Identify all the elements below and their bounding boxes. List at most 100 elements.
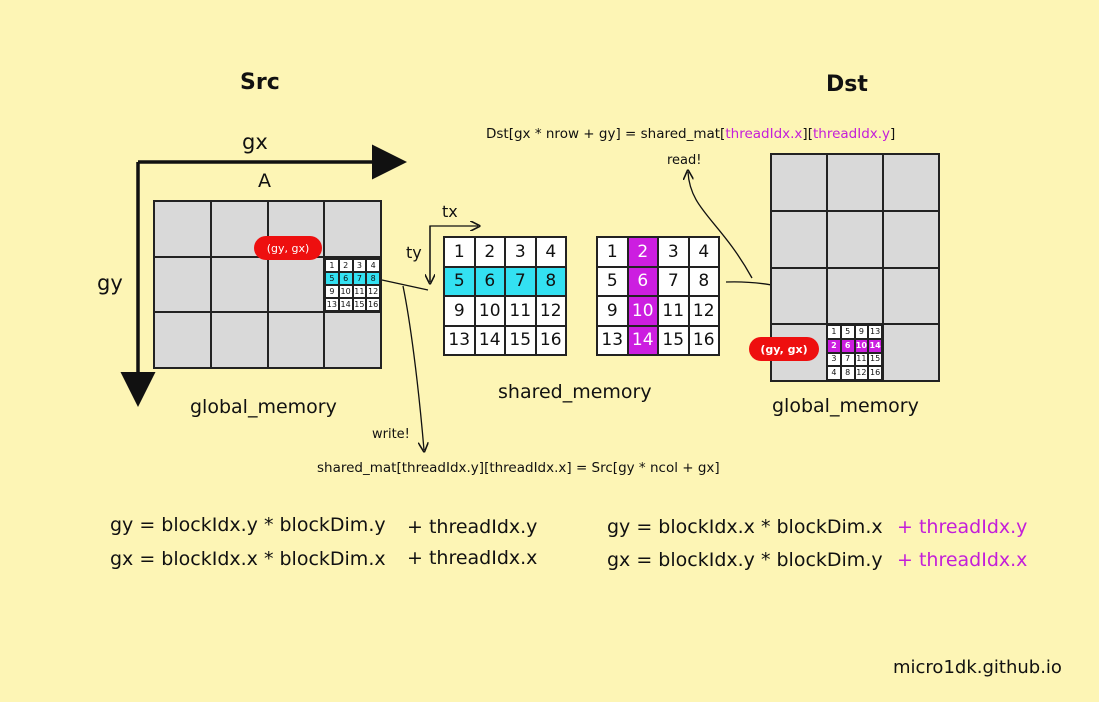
shared-cell: 15 — [505, 325, 536, 355]
shared-matrix-read: 1 2 3 4 5 6 7 8 9 10 11 12 13 14 15 16 — [596, 236, 720, 356]
right-gx-plus: + threadIdx.x — [897, 549, 1028, 571]
src-tile-cell-highlight: 8 — [366, 272, 380, 285]
dst-coord-pill: (gy, gx) — [749, 337, 819, 361]
shared-cell-highlight: 6 — [474, 266, 505, 296]
src-tile-cell-highlight: 6 — [338, 272, 353, 285]
dst-tile: 1 5 9 13 2 6 10 14 3 7 11 15 4 8 12 16 — [826, 324, 883, 381]
shared-memory-label: shared_memory — [498, 381, 652, 403]
shared-matrix-write: 1 2 3 4 5 6 7 8 9 10 11 12 13 14 15 16 — [443, 236, 567, 356]
dst-formula-mid: ][ — [802, 126, 813, 142]
shared-cell-highlight: 14 — [627, 325, 658, 355]
dst-formula-suffix: ] — [890, 126, 896, 142]
shared-cell-highlight: 6 — [627, 266, 658, 296]
shared-cell: 16 — [688, 325, 719, 355]
dst-tile-cell: 4 — [827, 366, 841, 380]
shared-cell: 13 — [597, 325, 628, 355]
dst-formula-idx1: threadIdx.x — [725, 126, 803, 142]
dst-tile-cell: 9 — [854, 325, 869, 339]
shared-cell-highlight: 2 — [627, 237, 658, 267]
dst-title: Dst — [826, 72, 868, 97]
read-label: read! — [667, 153, 702, 168]
dst-tile-cell: 1 — [827, 325, 841, 339]
src-tile-cell: 2 — [338, 259, 353, 272]
src-tile-cell: 1 — [325, 259, 339, 272]
left-gy-equation: gy = blockIdx.y * blockDim.y — [110, 514, 386, 536]
src-tile-cell: 4 — [366, 259, 380, 272]
src-to-shared-line — [381, 279, 429, 291]
tx-label: tx — [442, 202, 458, 221]
dst-formula-idx2: threadIdx.y — [812, 126, 891, 142]
gy-axis-label: gy — [97, 271, 123, 295]
gx-axis-label: gx — [242, 130, 268, 154]
src-tile-cell: 11 — [352, 285, 367, 298]
src-tile-cell: 10 — [338, 285, 353, 298]
src-tile: 1 2 3 4 5 6 7 8 9 10 11 12 13 14 15 16 — [324, 258, 381, 312]
write-arrow — [402, 285, 424, 450]
shared-cell: 13 — [444, 325, 475, 355]
dst-tile-cell: 13 — [868, 325, 882, 339]
src-tile-cell: 9 — [325, 285, 339, 298]
left-gy-plus: + threadIdx.y — [407, 516, 538, 538]
shared-cell: 1 — [444, 237, 475, 267]
dst-tile-cell: 11 — [854, 352, 869, 367]
src-title: Src — [240, 70, 280, 95]
shared-cell: 2 — [474, 237, 505, 267]
shared-cell: 5 — [597, 266, 628, 296]
dst-tile-cell-highlight: 6 — [840, 338, 855, 353]
shared-cell-highlight: 8 — [535, 266, 566, 296]
matrix-a-label: A — [258, 170, 271, 192]
dst-tile-cell-highlight: 10 — [854, 338, 869, 353]
shared-cell-highlight: 7 — [505, 266, 536, 296]
shared-cell: 14 — [474, 325, 505, 355]
shared-cell: 11 — [505, 296, 536, 326]
shared-cell: 16 — [535, 325, 566, 355]
src-memory-label: global_memory — [190, 396, 337, 418]
left-gx-equation: gx = blockIdx.x * blockDim.x — [110, 548, 386, 570]
shared-cell-highlight: 10 — [627, 296, 658, 326]
dst-tile-cell-highlight: 14 — [868, 338, 882, 353]
write-formula: shared_mat[threadIdx.y][threadIdx.x] = S… — [317, 460, 720, 476]
dst-tile-cell-highlight: 2 — [827, 338, 841, 353]
dst-tile-cell: 15 — [868, 352, 882, 367]
right-gx-equation: gx = blockIdx.y * blockDim.y — [607, 549, 883, 571]
shared-cell: 9 — [597, 296, 628, 326]
dst-tile-cell: 3 — [827, 352, 841, 367]
shared-cell: 10 — [474, 296, 505, 326]
dst-formula-prefix: Dst[gx * nrow + gy] = shared_mat[ — [486, 126, 726, 142]
dst-tile-cell: 5 — [840, 325, 855, 339]
shared-cell: 4 — [535, 237, 566, 267]
shared-cell: 12 — [688, 296, 719, 326]
read-arrow — [688, 172, 753, 279]
dst-tile-cell: 8 — [840, 366, 855, 380]
shared-cell: 3 — [505, 237, 536, 267]
src-tile-cell: 16 — [366, 298, 380, 311]
right-gy-plus: + threadIdx.y — [897, 516, 1028, 538]
src-tile-cell: 12 — [366, 285, 380, 298]
src-tile-cell: 13 — [325, 298, 339, 311]
footer-site: micro1dk.github.io — [893, 657, 1062, 678]
src-tile-cell-highlight: 5 — [325, 272, 339, 285]
shared-cell: 3 — [658, 237, 689, 267]
dst-tile-cell: 16 — [868, 366, 882, 380]
left-gx-plus: + threadIdx.x — [407, 547, 538, 569]
src-tile-cell: 3 — [352, 259, 367, 272]
shared-cell: 4 — [688, 237, 719, 267]
shared-cell: 15 — [658, 325, 689, 355]
src-coord-pill: (gy, gx) — [254, 236, 322, 260]
dst-tile-cell: 7 — [840, 352, 855, 367]
src-tile-cell-highlight: 7 — [352, 272, 367, 285]
write-label: write! — [372, 427, 410, 442]
shared-cell: 1 — [597, 237, 628, 267]
dst-memory-label: global_memory — [772, 395, 919, 417]
shared-cell: 12 — [535, 296, 566, 326]
shared-cell-highlight: 5 — [444, 266, 475, 296]
shared-cell: 11 — [658, 296, 689, 326]
dst-formula: Dst[gx * nrow + gy] = shared_mat[threadI… — [486, 126, 895, 142]
shared-cell: 8 — [688, 266, 719, 296]
ty-label: ty — [406, 243, 422, 262]
shared-cell: 7 — [658, 266, 689, 296]
src-tile-cell: 15 — [352, 298, 367, 311]
right-gy-equation: gy = blockIdx.x * blockDim.x — [607, 516, 883, 538]
src-tile-cell: 14 — [338, 298, 353, 311]
